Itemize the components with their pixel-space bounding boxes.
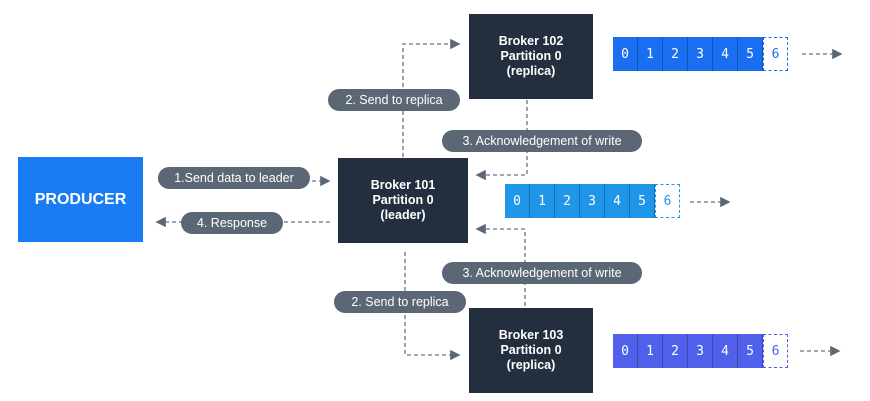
broker-102-title: Broker 102: [498, 34, 564, 48]
broker-101-box: Broker 101 Partition 0 (leader): [338, 158, 468, 243]
log-offset-cell: 4: [713, 334, 738, 368]
broker-102-role: (replica): [506, 64, 556, 78]
log-new-offset-cell: 6: [763, 334, 788, 368]
broker-103-box: Broker 103 Partition 0 (replica): [469, 308, 593, 393]
step-ack-bottom-label: 3. Acknowledgement of write: [442, 262, 642, 284]
broker-101-partition: Partition 0: [372, 193, 434, 207]
log-new-offset-cell: 6: [763, 37, 788, 71]
step-send-to-leader-label: 1.Send data to leader: [158, 167, 310, 189]
log-offset-cell: 2: [663, 37, 688, 71]
arrow-send-to-replica-top: [402, 38, 461, 157]
log-offset-cell: 5: [738, 334, 763, 368]
log-offset-cell: 0: [613, 334, 638, 368]
log-offset-cell: 4: [605, 184, 630, 218]
broker-101-role: (leader): [380, 208, 426, 222]
log-offset-cell: 2: [663, 334, 688, 368]
log-offset-cell: 5: [738, 37, 763, 71]
producer-box: PRODUCER: [18, 157, 143, 242]
log-offset-cell: 1: [530, 184, 555, 218]
log-offset-cell: 0: [505, 184, 530, 218]
broker-102-partition: Partition 0: [500, 49, 562, 63]
step-response-label: 4. Response: [181, 212, 283, 234]
log-offset-cell: 1: [638, 334, 663, 368]
log-offset-cell: 3: [688, 37, 713, 71]
broker-103-partition: Partition 0: [500, 343, 562, 357]
step-send-to-replica-bottom-label: 2. Send to replica: [334, 291, 466, 313]
step-ack-top-label: 3. Acknowledgement of write: [442, 130, 642, 152]
log-offset-cell: 2: [555, 184, 580, 218]
broker-101-title: Broker 101: [370, 178, 436, 192]
log-new-offset-cell: 6: [655, 184, 680, 218]
log-offset-cell: 4: [713, 37, 738, 71]
arrow-ack-top: [475, 100, 528, 181]
log-offset-cell: 5: [630, 184, 655, 218]
broker-103-role: (replica): [506, 358, 556, 372]
log-offset-cell: 0: [613, 37, 638, 71]
step-send-to-replica-top-label: 2. Send to replica: [328, 89, 460, 111]
broker-102-box: Broker 102 Partition 0 (replica): [469, 14, 593, 99]
arrow-ack-bottom: [475, 223, 526, 306]
broker-103-title: Broker 103: [498, 328, 564, 342]
log-offset-cell: 3: [688, 334, 713, 368]
log-offset-cell: 1: [638, 37, 663, 71]
log-offset-cell: 3: [580, 184, 605, 218]
